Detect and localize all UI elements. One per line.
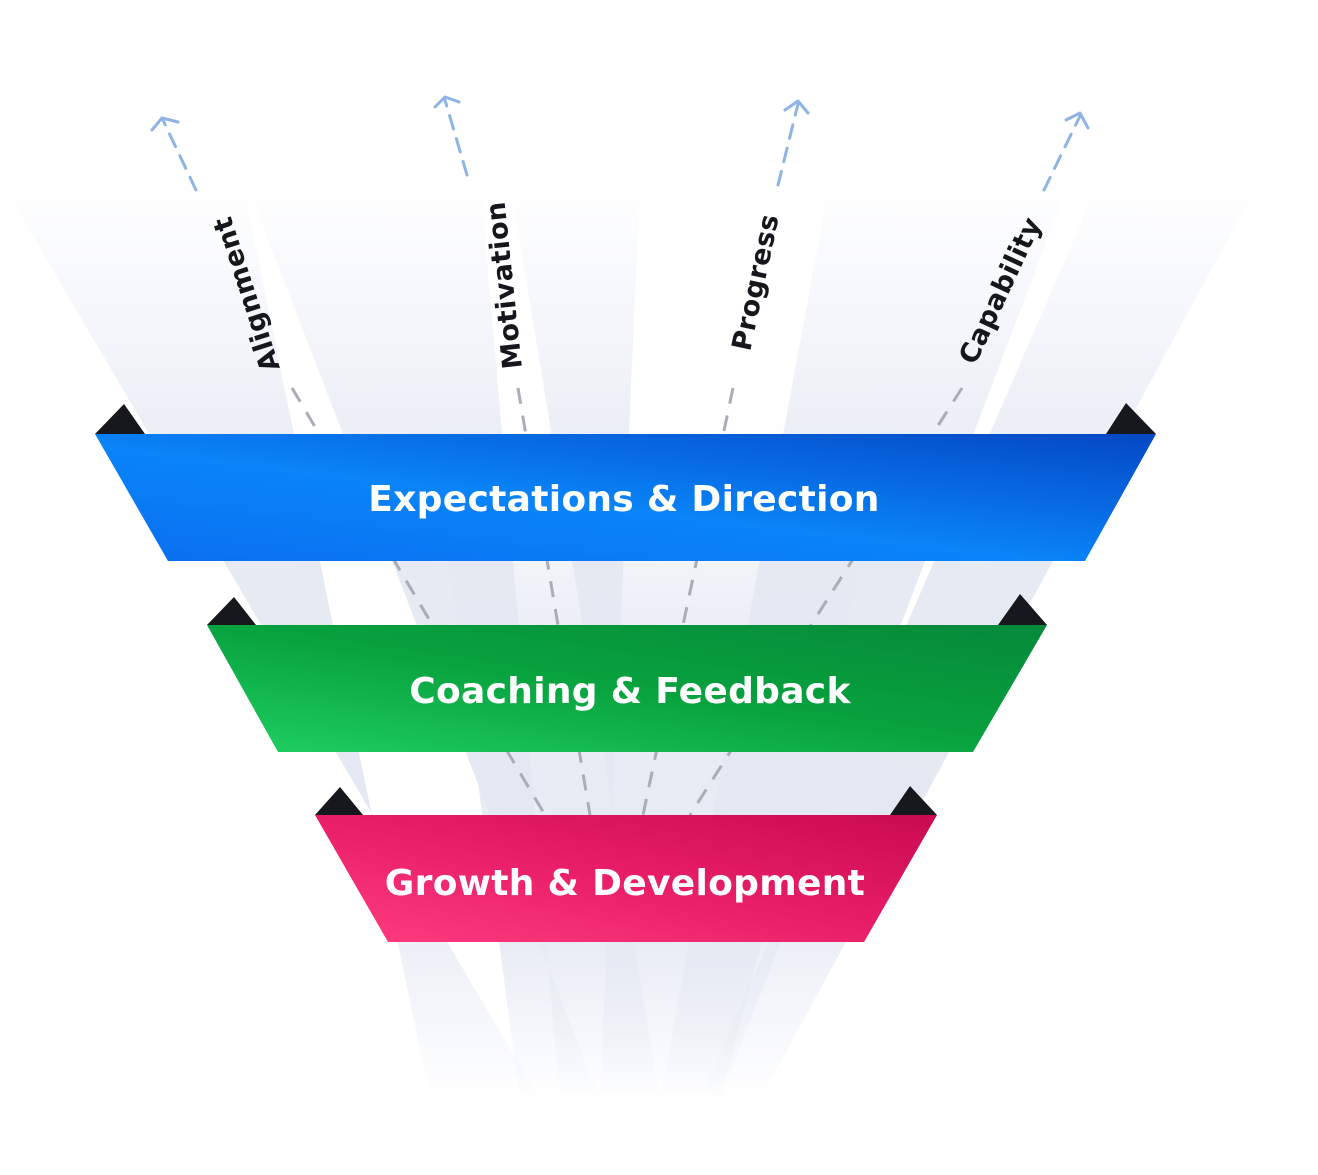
fold-1-left <box>95 404 145 434</box>
fold-2-left <box>207 597 256 625</box>
stage-label-1: Expectations & Direction <box>368 479 879 520</box>
band-2 <box>207 625 1047 752</box>
band-3 <box>315 815 937 942</box>
arrow-up-icon <box>150 116 198 192</box>
fold-3-left <box>315 787 363 815</box>
ribbon-folds <box>95 403 1156 815</box>
arrow-up-icon <box>433 95 469 177</box>
stage-growth: Growth & Development <box>315 815 937 942</box>
arrow-up-icon <box>776 99 810 187</box>
fold-1-right <box>1106 403 1156 434</box>
stage-coaching: Coaching & Feedback <box>207 625 1047 752</box>
fold-3-right <box>890 786 937 815</box>
fold-2-right <box>998 594 1047 625</box>
stage-label-3: Growth & Development <box>385 863 865 904</box>
label-progress: Progress <box>727 211 786 353</box>
arrow-tips <box>150 95 1090 192</box>
stage-label-2: Coaching & Feedback <box>409 671 851 712</box>
arrow-up-icon <box>1042 111 1090 192</box>
stage-expectations: Expectations & Direction <box>95 434 1156 561</box>
band-1 <box>95 434 1156 561</box>
